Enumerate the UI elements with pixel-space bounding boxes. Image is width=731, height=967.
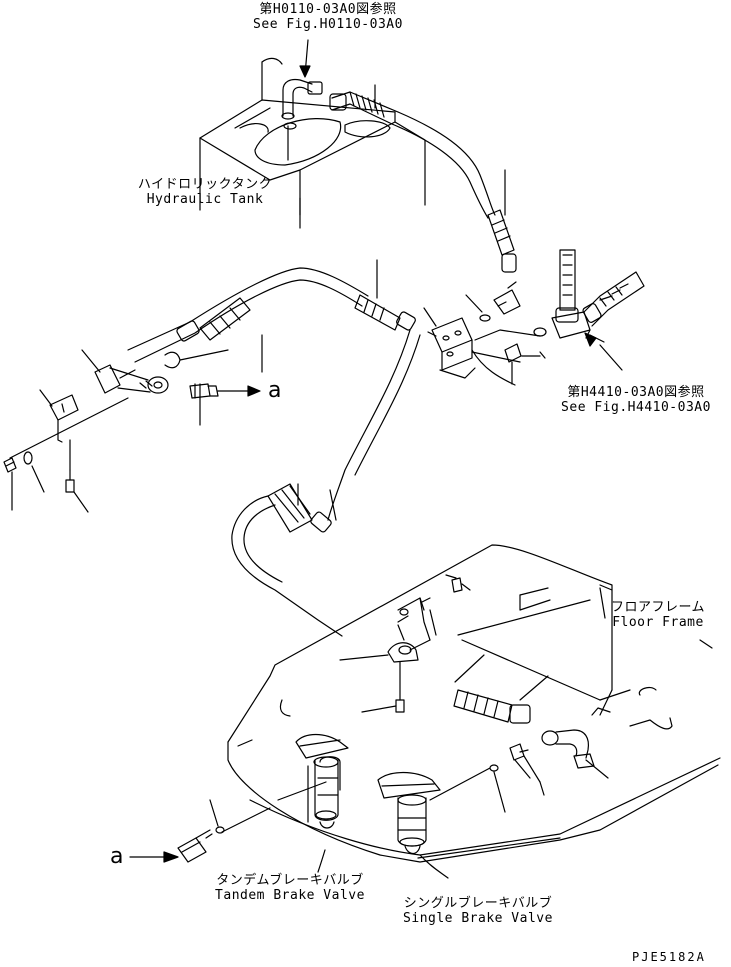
left-bracket-hardware bbox=[3, 389, 129, 513]
tee-block bbox=[423, 281, 547, 386]
brake-hose-lower bbox=[231, 329, 421, 637]
brake-pipe-upper bbox=[127, 259, 416, 373]
single-brake-valve bbox=[377, 764, 506, 855]
connector-a-lower bbox=[129, 799, 271, 863]
left-elbow-assembly bbox=[81, 349, 229, 394]
return-hose bbox=[329, 84, 517, 273]
ref-right-label: 第H4410-03A0図参照 See Fig.H4410-03A0 bbox=[546, 385, 726, 415]
floor-frame bbox=[227, 544, 721, 863]
tandem-valve-jp: タンデムブレーキバルブ bbox=[216, 873, 364, 888]
hydraulic-tank bbox=[199, 57, 426, 229]
floor-frame-jp: フロアフレーム bbox=[610, 600, 706, 615]
hydraulic-tank-en: Hydraulic Tank bbox=[146, 192, 264, 207]
right-tee-fitting bbox=[551, 249, 645, 343]
connector-a-upper bbox=[189, 383, 261, 426]
marker-a-upper: a bbox=[268, 378, 282, 403]
ref-right-jp: 第H4410-03A0図参照 bbox=[567, 385, 705, 400]
ref-right-en: See Fig.H4410-03A0 bbox=[561, 400, 711, 415]
ref-right-arrow bbox=[584, 332, 623, 371]
ref-top-en: See Fig.H0110-03A0 bbox=[253, 17, 403, 32]
leader-lines bbox=[317, 587, 713, 879]
single-valve-en: Single Brake Valve bbox=[403, 911, 553, 926]
single-valve-jp: シングルブレーキバルブ bbox=[403, 896, 553, 911]
tandem-valve-label: タンデムブレーキバルブ Tandem Brake Valve bbox=[200, 873, 380, 903]
ref-top-label: 第H0110-03A0図参照 See Fig.H0110-03A0 bbox=[233, 2, 423, 32]
tank-elbow-fitting bbox=[281, 39, 323, 120]
tandem-brake-valve bbox=[277, 733, 349, 829]
tandem-valve-en: Tandem Brake Valve bbox=[215, 888, 365, 903]
floor-frame-en: Floor Frame bbox=[612, 615, 704, 630]
floor-frame-label: フロアフレーム Floor Frame bbox=[598, 600, 718, 630]
ref-top-jp: 第H0110-03A0図参照 bbox=[259, 2, 397, 17]
floor-elbow-fitting bbox=[509, 729, 609, 796]
single-valve-label: シングルブレーキバルブ Single Brake Valve bbox=[388, 896, 568, 926]
hydraulic-tank-jp: ハイドロリックタンク bbox=[137, 177, 273, 192]
drawing-code: PJE5182A bbox=[632, 950, 706, 964]
floor-pipe-connector bbox=[453, 654, 549, 724]
marker-a-lower: a bbox=[110, 844, 124, 869]
hydraulic-tank-label: ハイドロリックタンク Hydraulic Tank bbox=[120, 177, 290, 207]
floor-bracket bbox=[339, 574, 471, 713]
